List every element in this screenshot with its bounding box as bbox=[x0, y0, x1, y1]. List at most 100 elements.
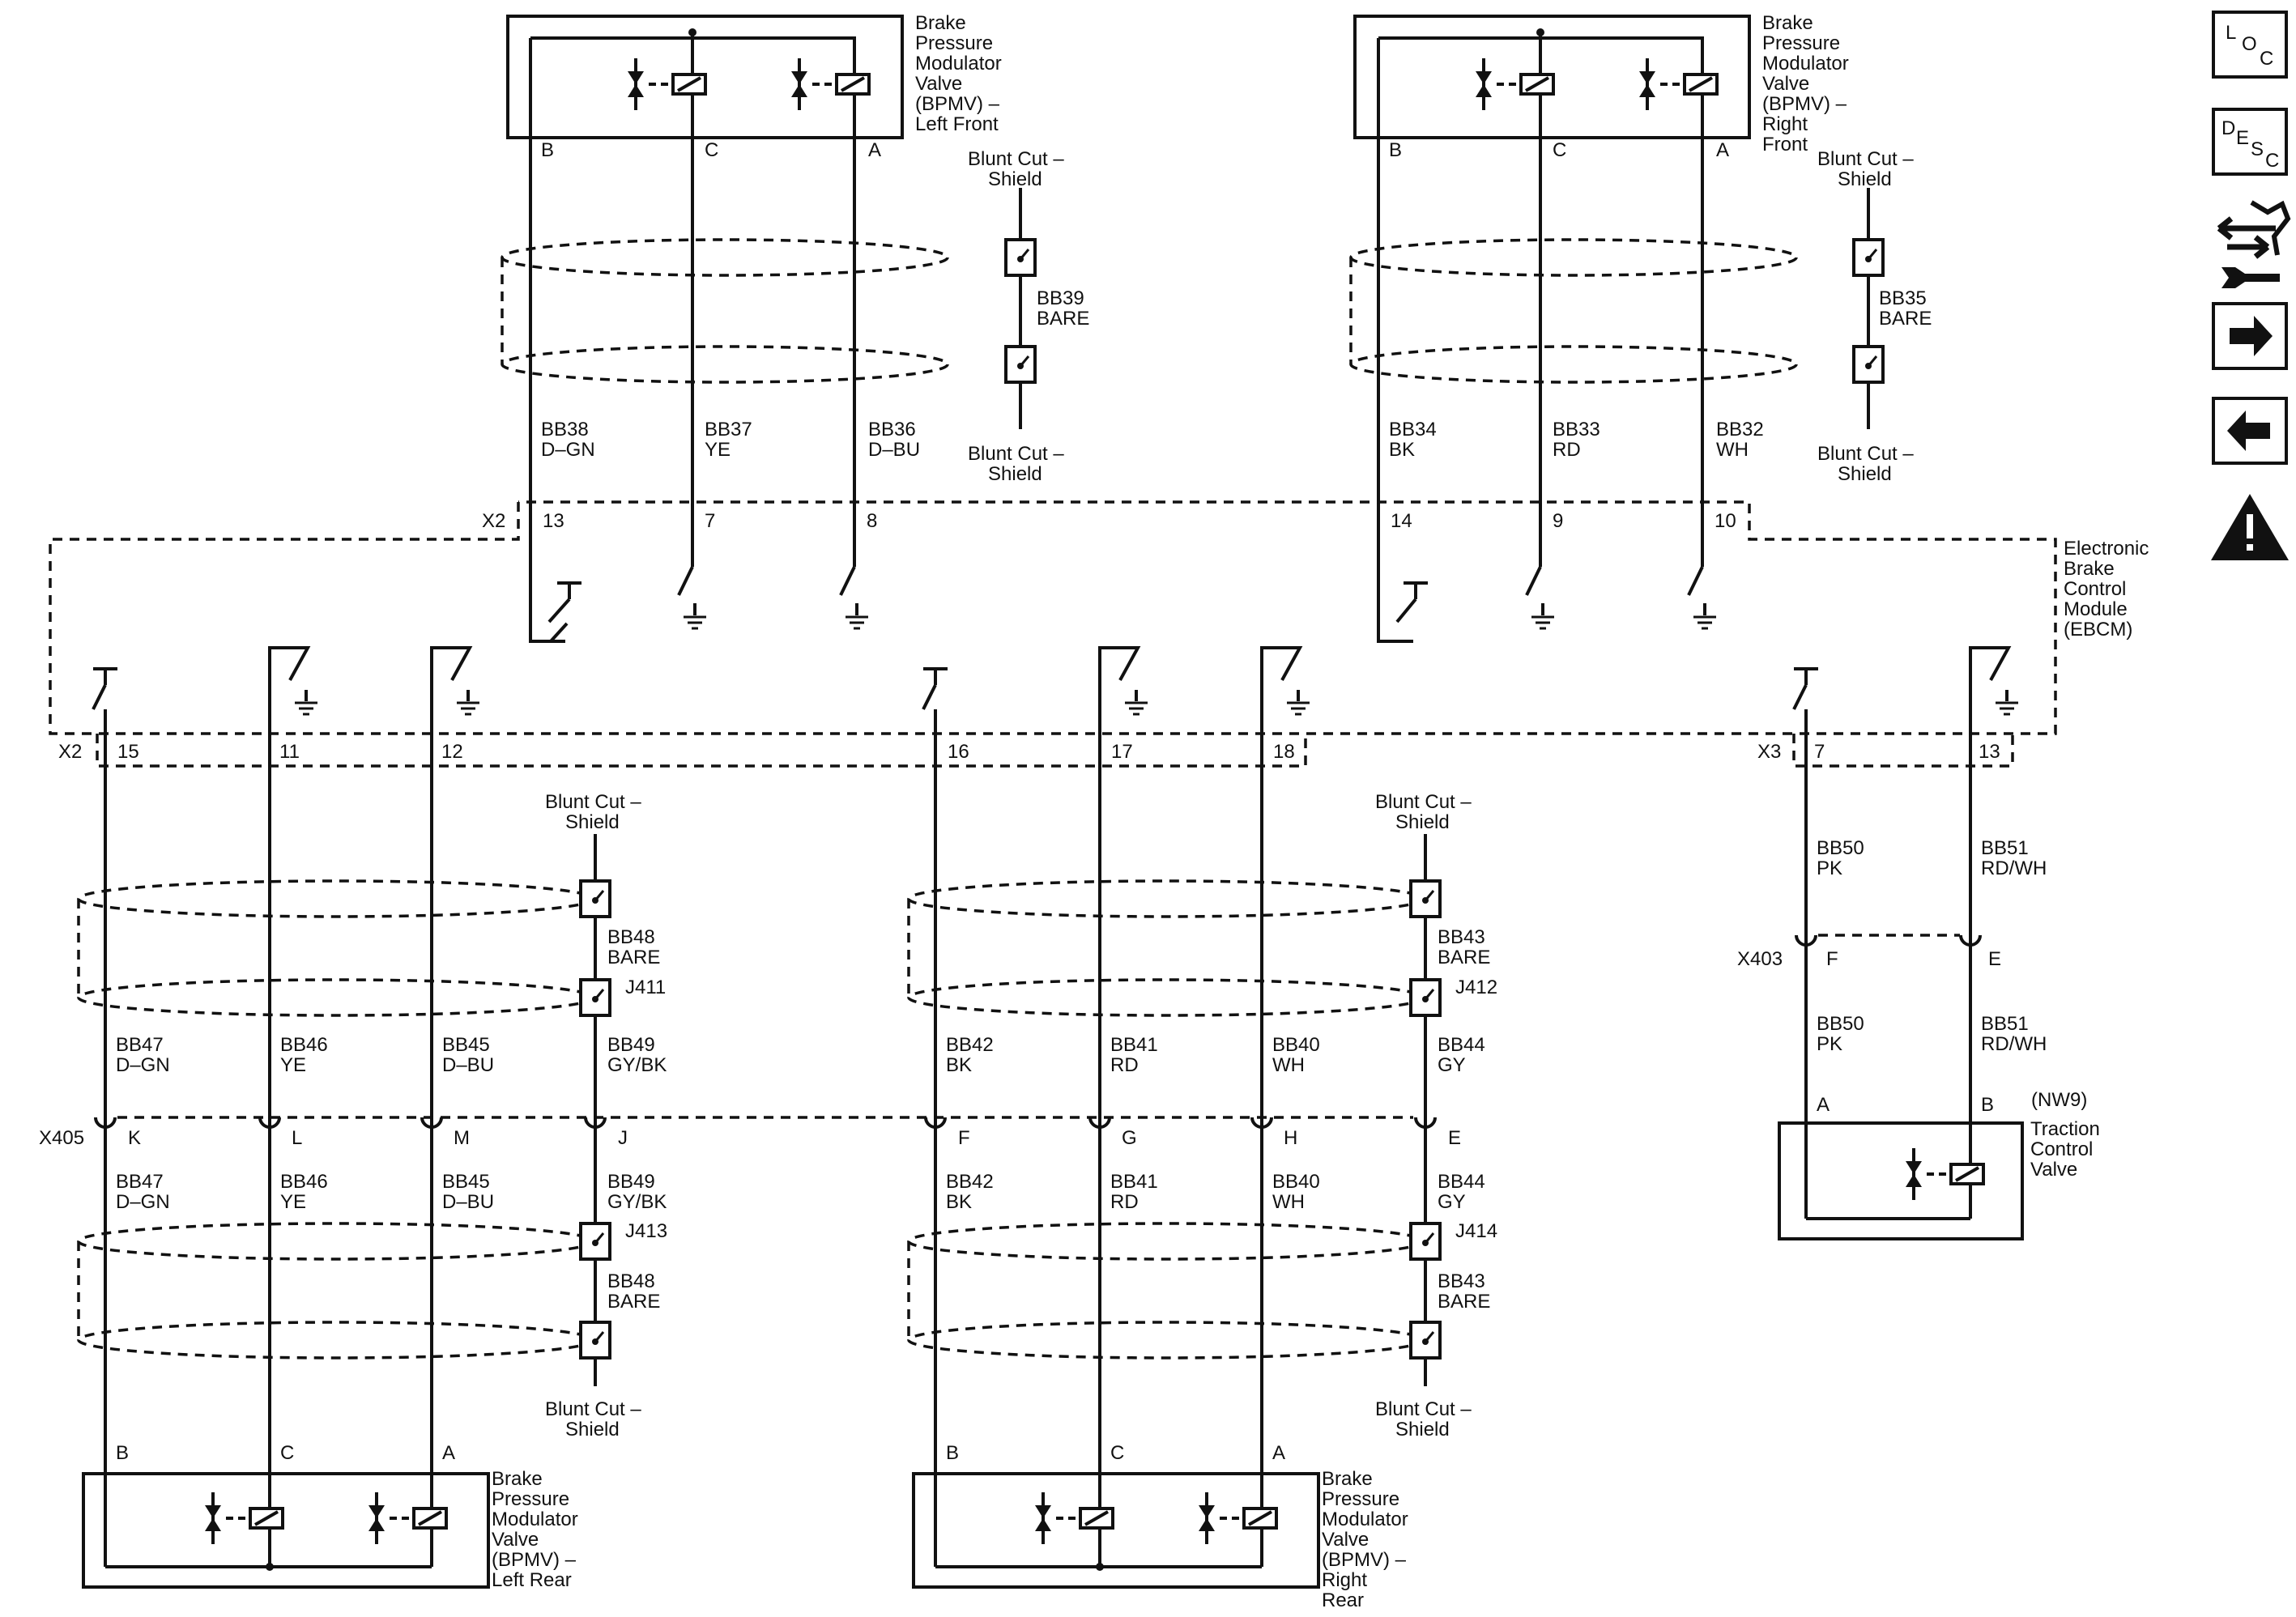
bpmv-rf-title-7: Front bbox=[1762, 134, 1808, 155]
pin-label: A bbox=[1716, 139, 1729, 161]
wire-color: RD bbox=[1553, 439, 1581, 461]
shield-wire-color: BARE bbox=[1879, 308, 1932, 330]
x405-pin: M bbox=[454, 1127, 470, 1149]
x405-connector: X405 bbox=[39, 1116, 1437, 1149]
valve-solenoid-icon bbox=[1638, 57, 1719, 112]
wire-circuit: BB50 bbox=[1817, 837, 1864, 859]
wire-color: WH bbox=[1716, 439, 1749, 461]
wire-circuit: BB49 bbox=[607, 1034, 655, 1056]
bpmv-rr-title-4: Valve bbox=[1322, 1529, 1369, 1551]
valve-solenoid-icon bbox=[1197, 1491, 1278, 1546]
pin-label: B bbox=[1389, 139, 1402, 161]
pin-label: C bbox=[280, 1442, 294, 1464]
wire-circuit: BB36 bbox=[868, 419, 916, 440]
pin-number: 7 bbox=[1814, 741, 1825, 763]
desc-icon[interactable]: D E S C bbox=[2212, 108, 2288, 176]
wire-color: YE bbox=[280, 1191, 306, 1213]
pin-label: C bbox=[1110, 1442, 1124, 1464]
wire-circuit: BB41 bbox=[1110, 1171, 1158, 1193]
wire-circuit: BB45 bbox=[442, 1034, 490, 1056]
bpmv-lr-title-4: Valve bbox=[492, 1529, 539, 1551]
wire-circuit: BB34 bbox=[1389, 419, 1437, 440]
shield-wire-circuit: BB43 bbox=[1438, 926, 1485, 948]
pin-label: C bbox=[1553, 139, 1566, 161]
nav-toolbar: L O C D E S C bbox=[2211, 11, 2291, 560]
wire-circuit: BB45 bbox=[442, 1171, 490, 1193]
bpmv-lr-title-5: (BPMV) – bbox=[492, 1549, 577, 1571]
wire-color: D–GN bbox=[541, 439, 595, 461]
wire-color: YE bbox=[705, 439, 731, 461]
wire-circuit: BB38 bbox=[541, 419, 589, 440]
splice-id: J413 bbox=[625, 1220, 667, 1242]
valve-solenoid-icon bbox=[367, 1491, 448, 1546]
wire-color: PK bbox=[1817, 857, 1842, 879]
bpmv-lf-title-1: Brake bbox=[915, 12, 966, 34]
previous-arrow-icon[interactable] bbox=[2212, 397, 2288, 465]
wire-circuit: BB40 bbox=[1272, 1171, 1320, 1193]
left-rear-harness: Blunt Cut –Shield BB48 BARE J411 J413 BB… bbox=[77, 709, 667, 1591]
pin-label: A bbox=[868, 139, 881, 161]
wire-color: WH bbox=[1272, 1191, 1305, 1213]
bpmv-right-front: Brake Pressure Modulator Valve (BPMV) – … bbox=[1353, 12, 1849, 161]
connector-repair-icon[interactable] bbox=[2217, 200, 2291, 288]
x405-label: X405 bbox=[39, 1127, 84, 1149]
pin-number: 12 bbox=[441, 741, 463, 763]
bpmv-lr-title-1: Brake bbox=[492, 1468, 543, 1490]
shield-top-label: Blunt Cut –Shield bbox=[545, 791, 641, 833]
next-arrow-icon[interactable] bbox=[2212, 302, 2288, 370]
wire-circuit: BB32 bbox=[1716, 419, 1764, 440]
wire-circuit: BB44 bbox=[1438, 1171, 1485, 1193]
bpmv-rr-title-2: Pressure bbox=[1322, 1488, 1399, 1510]
pin-number: 16 bbox=[948, 741, 969, 763]
ebcm-title-2: Brake bbox=[2064, 558, 2115, 580]
traction-title-1: Traction bbox=[2030, 1118, 2100, 1140]
shield-top-label: Blunt Cut –Shield bbox=[968, 148, 1064, 190]
wire-circuit: BB49 bbox=[607, 1171, 655, 1193]
device-ref: (NW9) bbox=[2031, 1089, 2087, 1111]
bpmv-rf-outline bbox=[1353, 15, 1751, 139]
wire-color: D–BU bbox=[868, 439, 920, 461]
shield-wire-color: BARE bbox=[1438, 947, 1490, 968]
desc-letter: S bbox=[2251, 138, 2264, 160]
loc-letter: L bbox=[2226, 22, 2236, 44]
bpmv-rr-title-3: Modulator bbox=[1322, 1508, 1408, 1530]
wire-circuit: BB40 bbox=[1272, 1034, 1320, 1056]
connector-id: X3 bbox=[1757, 741, 1781, 763]
pin-label: A bbox=[442, 1442, 455, 1464]
x405-pin: G bbox=[1122, 1127, 1137, 1149]
x403-label: X403 bbox=[1737, 948, 1783, 970]
wire-color: BK bbox=[1389, 439, 1415, 461]
wire-color: GY bbox=[1438, 1191, 1466, 1213]
wire-color: D–GN bbox=[116, 1054, 170, 1076]
shield-wire-color: BARE bbox=[1037, 308, 1089, 330]
wire-color: GY/BK bbox=[607, 1054, 667, 1076]
wire-circuit: BB41 bbox=[1110, 1034, 1158, 1056]
splice-id: J412 bbox=[1455, 977, 1497, 998]
bpmv-rf-title-2: Pressure bbox=[1762, 32, 1840, 54]
shield-wire-circuit: BB48 bbox=[607, 1270, 655, 1292]
wire-color: D–GN bbox=[116, 1191, 170, 1213]
shield-terminal-icon bbox=[1409, 1321, 1442, 1360]
wire-color: WH bbox=[1272, 1054, 1305, 1076]
bpmv-rr-title-6: Right bbox=[1322, 1569, 1367, 1591]
x405-pin: H bbox=[1284, 1127, 1297, 1149]
pin-number: 7 bbox=[705, 510, 715, 532]
wire-circuit: BB44 bbox=[1438, 1034, 1485, 1056]
shield-wire-circuit: BB35 bbox=[1879, 287, 1927, 309]
pin-number: 14 bbox=[1391, 510, 1412, 532]
loc-icon[interactable]: L O C bbox=[2212, 11, 2288, 79]
ebcm-title-1: Electronic bbox=[2064, 538, 2149, 560]
wire-circuit: BB46 bbox=[280, 1034, 328, 1056]
bpmv-rf-title-5: (BPMV) – bbox=[1762, 93, 1847, 115]
shield-bottom-label: Blunt Cut –Shield bbox=[968, 443, 1064, 485]
wire-circuit: BB42 bbox=[946, 1171, 994, 1193]
traction-title-2: Control bbox=[2030, 1138, 2093, 1160]
x405-pin: F bbox=[958, 1127, 970, 1149]
splice-icon bbox=[579, 978, 611, 1017]
warning-icon[interactable] bbox=[2211, 494, 2289, 560]
wire-color: BK bbox=[946, 1054, 972, 1076]
bpmv-rr-outline bbox=[912, 1472, 1320, 1589]
wire-color: BK bbox=[946, 1191, 972, 1213]
shield-bottom-label: Blunt Cut –Shield bbox=[545, 1398, 641, 1440]
shield-wire-circuit: BB43 bbox=[1438, 1270, 1485, 1292]
